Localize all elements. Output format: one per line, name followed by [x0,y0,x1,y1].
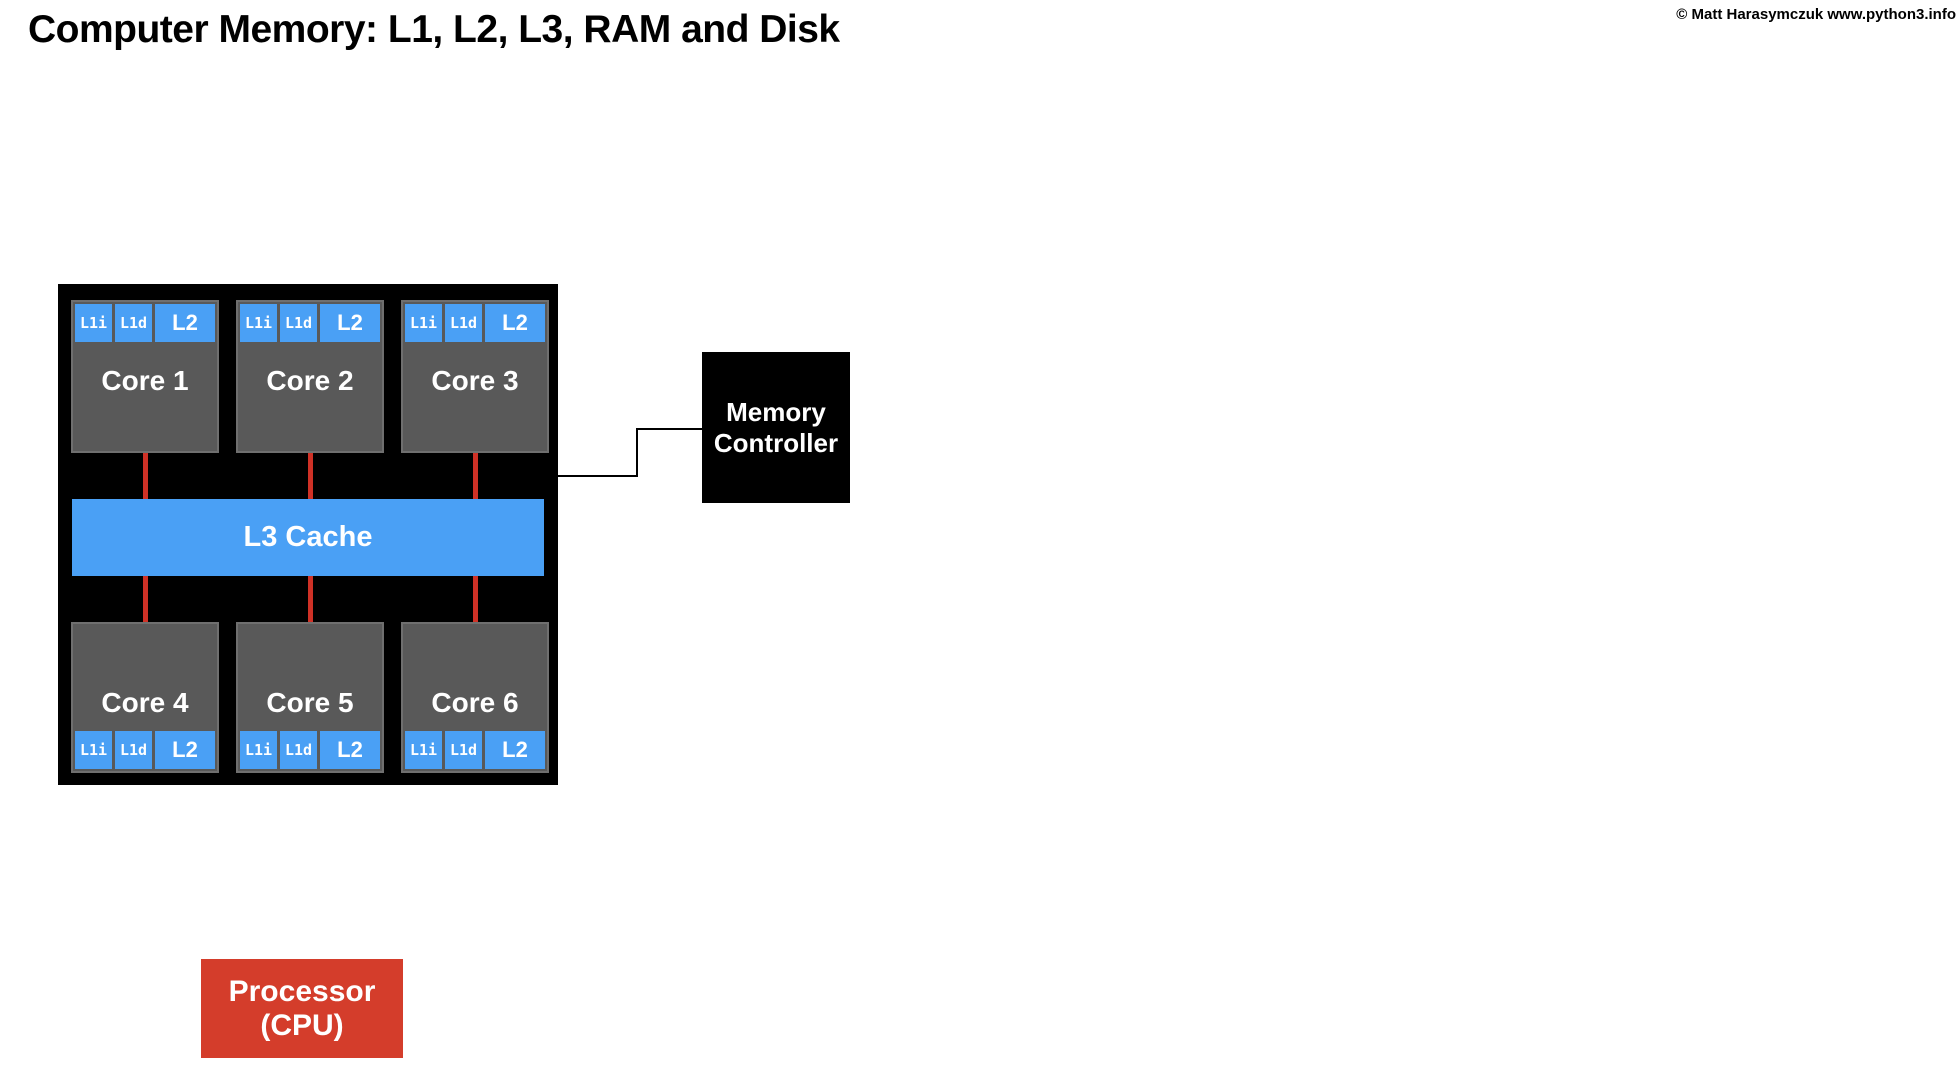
core-6-l1d-cache: L1d [445,731,482,769]
core-4-l2-cache: L2 [155,731,215,769]
processor-label-line1: Processor [228,974,376,1008]
core-6: Core 6 L1i L1d L2 [401,622,549,773]
core-2-l1d-cache: L1d [280,304,317,342]
memory-controller-label-line1: Memory [726,396,826,427]
core-4-label: Core 4 [101,687,189,718]
processor-cpu-label-box: Processor (CPU) [201,959,403,1058]
cpu-mc-connector-vertical [636,428,638,477]
core-1: L1i L1d L2 Core 1 [71,300,219,453]
memory-controller-label-line2: Controller [713,427,839,458]
core-3-label: Core 3 [431,365,519,396]
core-3-cache-row: L1i L1d L2 [405,304,545,342]
core-3-l2-cache: L2 [485,304,545,342]
core-6-cache-row: L1i L1d L2 [405,731,545,769]
l3-cache: L3 Cache [72,499,544,576]
copyright-notice: © Matt Harasymczuk www.python3.info [1676,6,1956,23]
core-3: L1i L1d L2 Core 3 [401,300,549,453]
cpu-mc-connector-horizontal-high [636,428,702,430]
core-6-l2-cache: L2 [485,731,545,769]
core-1-l1d-cache: L1d [115,304,152,342]
core-4-cache-row: L1i L1d L2 [75,731,215,769]
core-2-label: Core 2 [266,365,354,396]
core-2-l1i-cache: L1i [240,304,277,342]
core-5-l2-cache: L2 [320,731,380,769]
core-5-label: Core 5 [266,687,354,718]
cpu-mc-connector-horizontal-low [558,475,638,477]
core-4: Core 4 L1i L1d L2 [71,622,219,773]
core-4-l1i-cache: L1i [75,731,112,769]
core-6-label: Core 6 [431,687,519,718]
cpu-package: L1i L1d L2 Core 1 L1i L1d L2 Core 2 L1i … [58,284,558,785]
bus-link-core4-l3 [143,576,148,622]
bus-link-core1-l3 [143,453,148,499]
memory-controller: Memory Controller [702,352,850,503]
core-1-l2-cache: L2 [155,304,215,342]
bus-link-core6-l3 [473,576,478,622]
core-1-label: Core 1 [101,365,189,396]
core-6-l1i-cache: L1i [405,731,442,769]
bus-link-core3-l3 [473,453,478,499]
core-5: Core 5 L1i L1d L2 [236,622,384,773]
bus-link-core2-l3 [308,453,313,499]
core-2-l2-cache: L2 [320,304,380,342]
core-3-l1i-cache: L1i [405,304,442,342]
core-1-l1i-cache: L1i [75,304,112,342]
core-2: L1i L1d L2 Core 2 [236,300,384,453]
core-1-cache-row: L1i L1d L2 [75,304,215,342]
core-5-l1i-cache: L1i [240,731,277,769]
core-5-cache-row: L1i L1d L2 [240,731,380,769]
core-3-l1d-cache: L1d [445,304,482,342]
bus-link-core5-l3 [308,576,313,622]
processor-label-line2: (CPU) [260,1008,344,1042]
core-5-l1d-cache: L1d [280,731,317,769]
core-2-cache-row: L1i L1d L2 [240,304,380,342]
core-4-l1d-cache: L1d [115,731,152,769]
page-title: Computer Memory: L1, L2, L3, RAM and Dis… [28,8,840,51]
